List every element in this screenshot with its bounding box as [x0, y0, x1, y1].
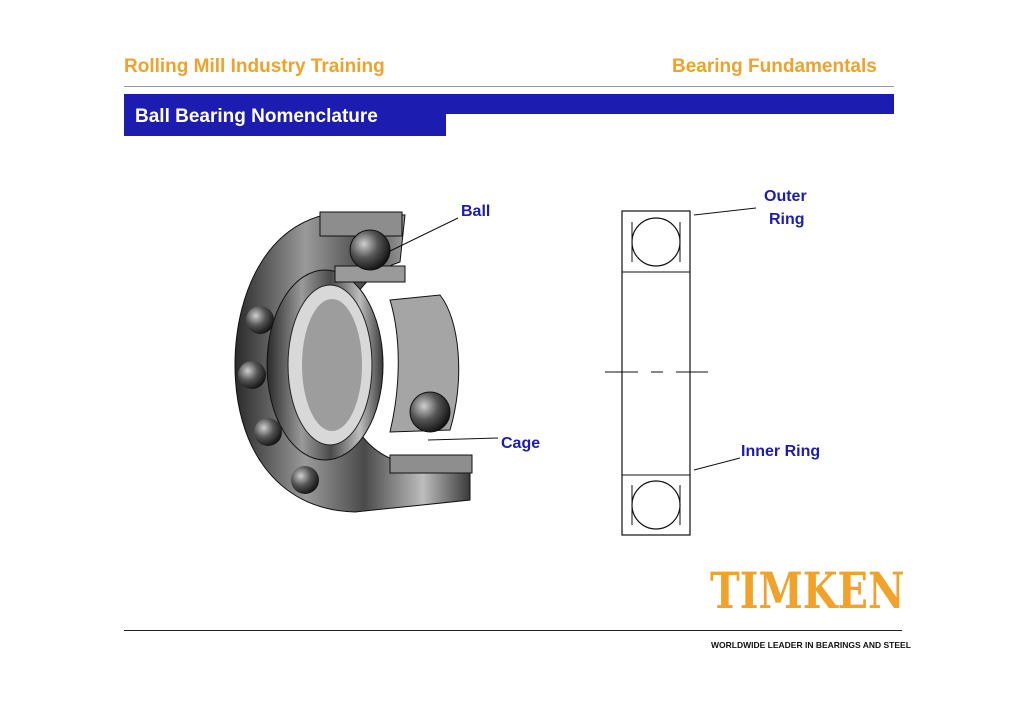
label-inner-ring: Inner Ring — [741, 443, 821, 460]
header-right-title: Bearing Fundamentals — [672, 56, 877, 77]
label-outer-ring-line1: Outer — [764, 188, 807, 205]
label-outer-ring-line2: Ring — [769, 211, 805, 228]
slide-title-box — [124, 94, 446, 136]
title-bar-extension — [446, 94, 894, 114]
bearing-cutaway-illustration — [234, 211, 473, 513]
timken-logo: TIMKEN — [710, 561, 905, 620]
header-divider — [124, 86, 894, 87]
header-left-title: Rolling Mill Industry Training — [124, 56, 385, 77]
slide-title: Ball Bearing Nomenclature — [135, 106, 378, 127]
label-cage: Cage — [501, 435, 541, 452]
label-ball: Ball — [461, 203, 491, 220]
footer-divider — [124, 630, 902, 631]
footer-tagline: WORLDWIDE LEADER IN BEARINGS AND STEEL — [711, 640, 911, 650]
